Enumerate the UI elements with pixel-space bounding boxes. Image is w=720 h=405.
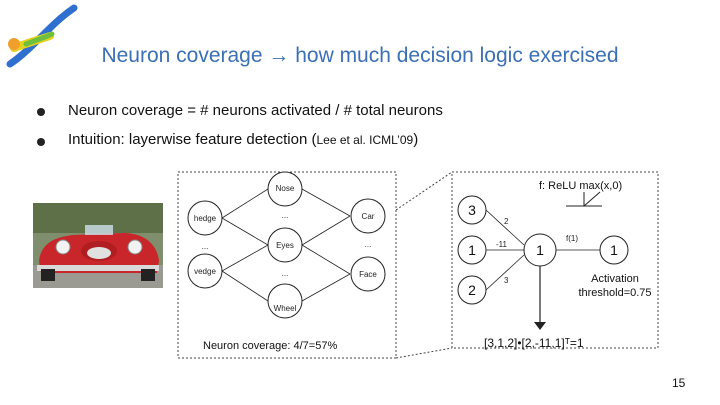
bullet-intuition: Intuition: layerwise feature detection (… <box>68 131 418 148</box>
layer1-nodes: hedge ... vedge <box>187 200 223 289</box>
node-eyes: Eyes <box>276 241 294 250</box>
node-face: Face <box>359 270 377 279</box>
relu-edges <box>485 209 600 291</box>
activation-threshold: Activation threshold=0.75 <box>578 273 652 299</box>
node-car: Car <box>362 212 375 221</box>
node-ellipsis: ... <box>365 240 372 249</box>
weight-3: 3 <box>504 276 509 285</box>
bullet-dot-icon <box>37 138 45 146</box>
f-label: f(1) <box>566 234 578 243</box>
output-node: 1 <box>610 242 618 258</box>
coverage-text: Neuron coverage: 4/7=57% <box>203 340 338 352</box>
coverage-box <box>177 171 397 359</box>
node-ellipsis: ... <box>282 269 289 278</box>
input-1: 1 <box>468 242 476 258</box>
weight-2: 2 <box>504 217 509 226</box>
down-arrow <box>534 266 546 330</box>
input-2: 2 <box>468 282 476 298</box>
layer3-nodes: Car ... Face <box>350 198 386 292</box>
relu-nodes: 3 1 2 1 1 <box>457 195 629 305</box>
bullet-dot-icon <box>37 108 45 116</box>
bullet-intuition-suffix: ) <box>413 131 419 148</box>
bullet-intuition-text: Intuition: layerwise feature detection ( <box>68 131 317 148</box>
weight-neg11: -11 <box>496 240 508 249</box>
bullet-neuron-coverage: Neuron coverage = # neurons activated / … <box>68 102 443 119</box>
relu-box <box>451 171 659 349</box>
network-edges <box>221 188 351 302</box>
dot-product: [3,1,2]•[2,-11,1]ᵀ=1 <box>484 336 584 350</box>
node-hedge: hedge <box>194 214 217 223</box>
page-number: 15 <box>672 376 686 390</box>
node-ellipsis: ... <box>282 211 289 220</box>
node-ellipsis: ... <box>202 242 209 251</box>
layer2-nodes: Nose ... Eyes ... Wheel <box>267 171 303 319</box>
zoom-line <box>395 347 453 359</box>
relu-axes <box>566 191 602 207</box>
input-3: 3 <box>468 202 476 218</box>
node-nose: Nose <box>276 184 295 193</box>
slide-title: Neuron coverage → how much decision logi… <box>101 44 619 67</box>
node-wheel: Wheel <box>274 304 297 313</box>
citation: Lee et al. ICML’09 <box>316 133 414 147</box>
zoom-line <box>395 171 453 211</box>
relu-title: f: ReLU max(x,0) <box>539 180 623 192</box>
sum-node: 1 <box>536 242 544 258</box>
logo-icon <box>6 4 78 68</box>
car-photo <box>33 203 163 288</box>
node-vedge: vedge <box>194 267 216 276</box>
